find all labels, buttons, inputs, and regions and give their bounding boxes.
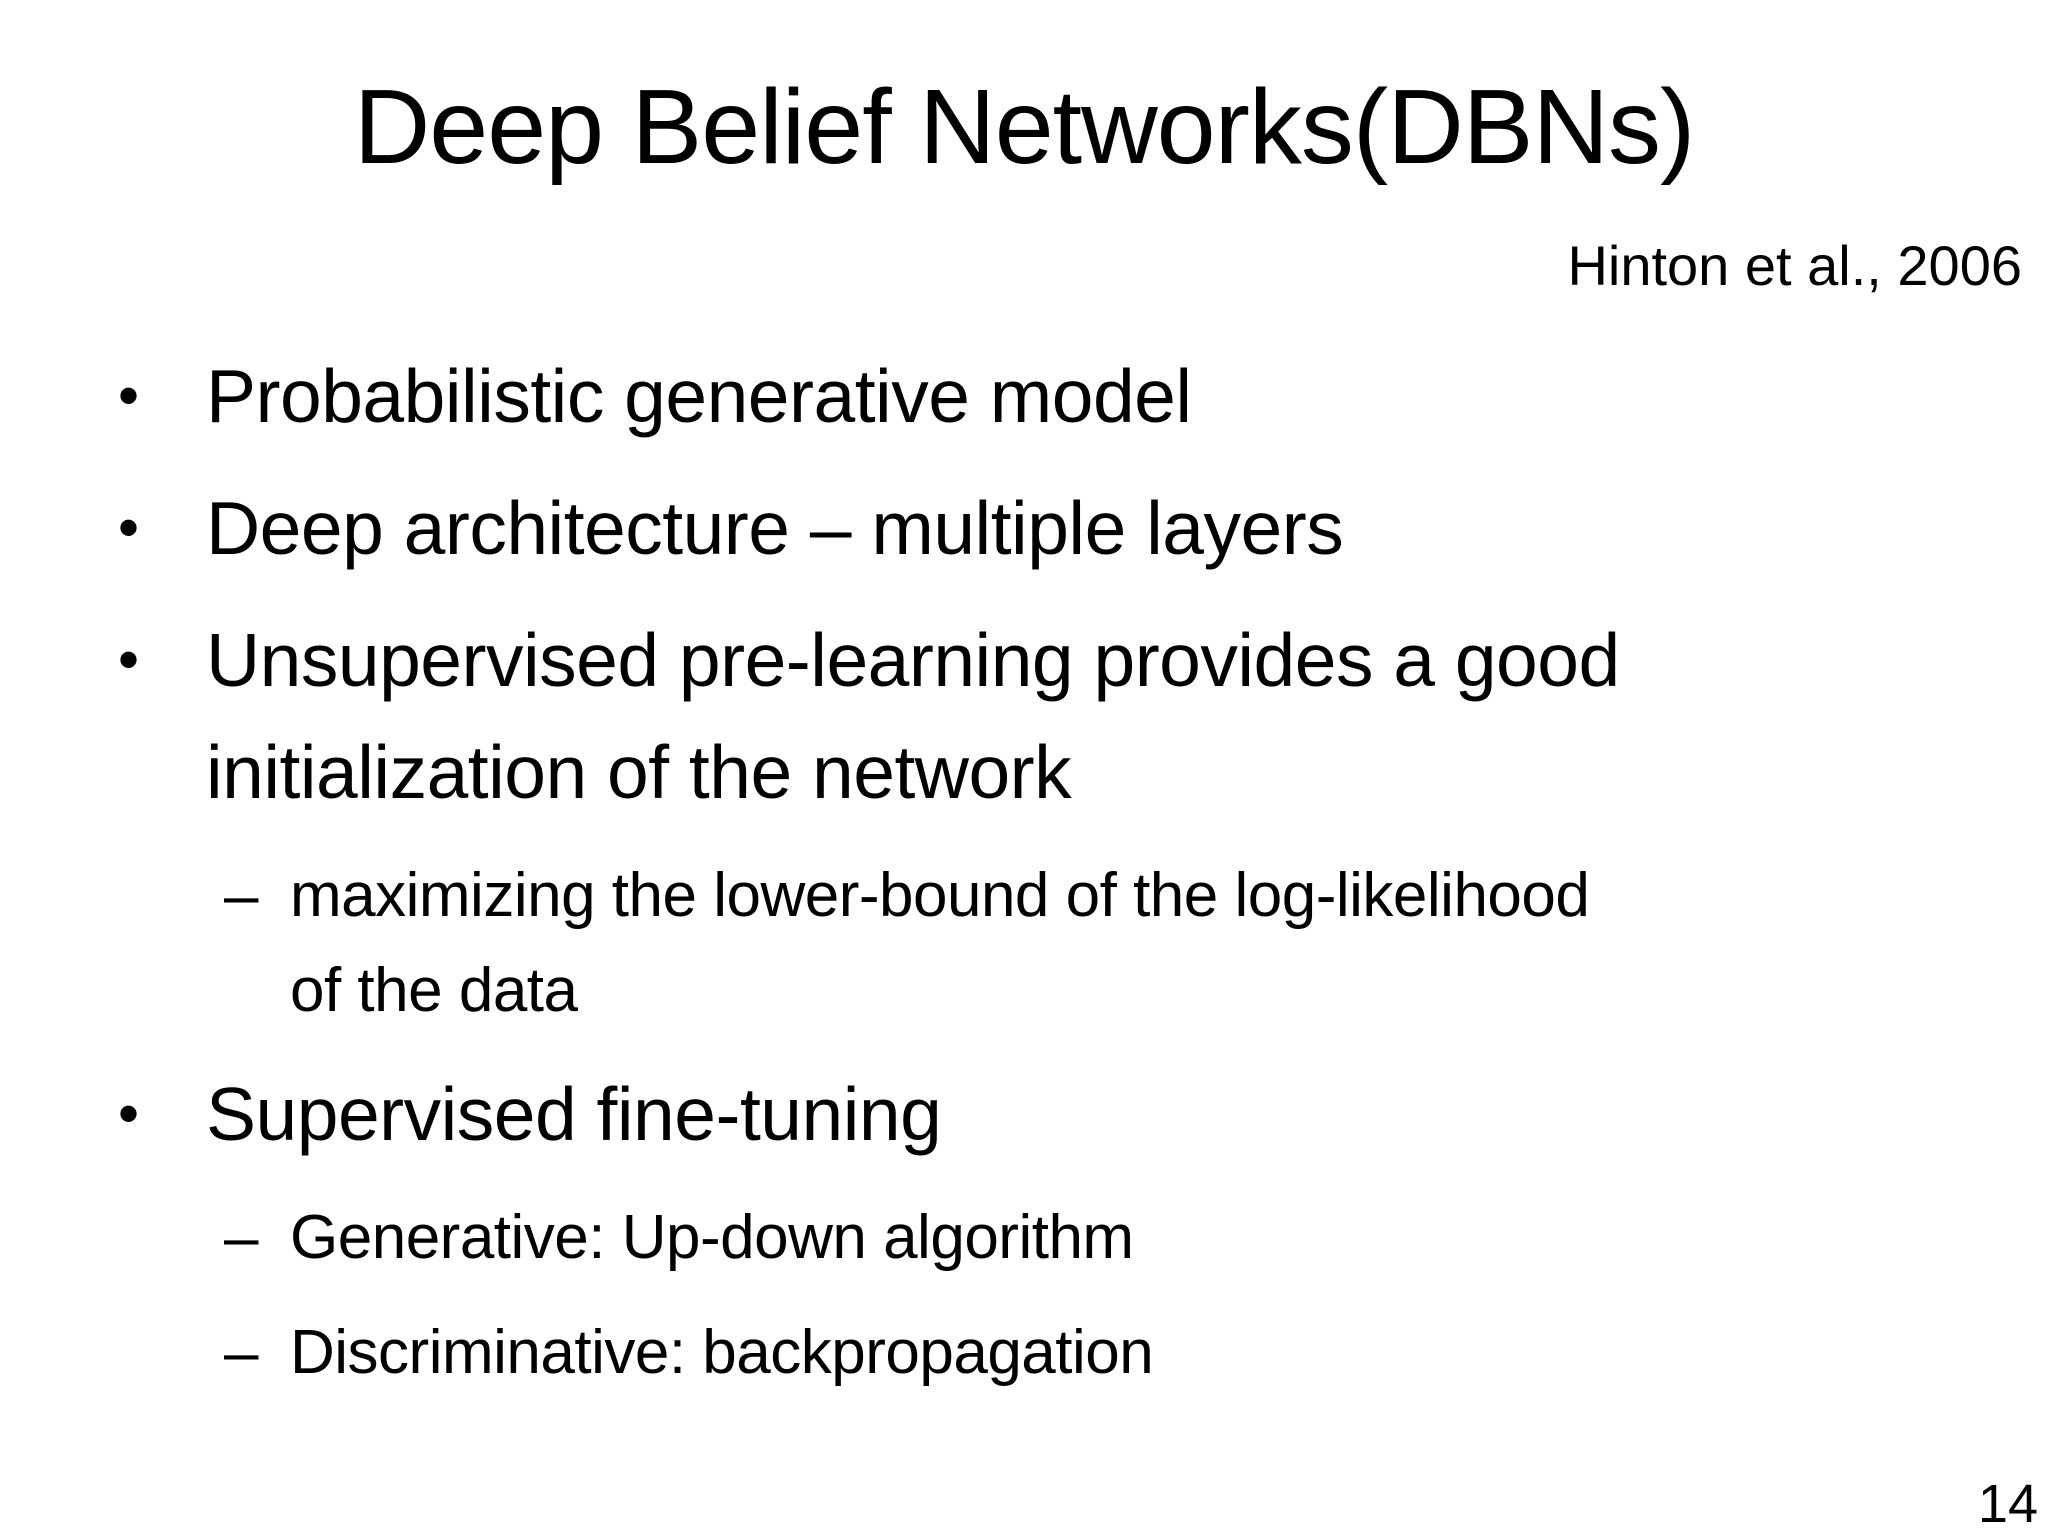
- bullet-dot-icon: •: [118, 1080, 140, 1147]
- bullet-list: • Probabilistic generative model • Deep …: [118, 340, 1992, 1420]
- bullet-item: • Unsupervised pre-learning provides a g…: [118, 604, 1992, 828]
- dash-icon: –: [224, 1203, 259, 1272]
- bullet-item: • Probabilistic generative model: [118, 340, 1992, 452]
- bullet-text: Deep architecture – multiple layers: [206, 486, 1344, 570]
- bullet-item: • Deep architecture – multiple layers: [118, 472, 1992, 584]
- citation-text: Hinton et al., 2006: [1567, 234, 2022, 297]
- sub-bullet-text: maximizing the lower-bound of the log-li…: [290, 861, 1590, 1025]
- bullet-text: Unsupervised pre-learning provides a goo…: [206, 618, 1620, 814]
- bullet-text: Probabilistic generative model: [206, 354, 1192, 438]
- page-number: 14: [1977, 1474, 2038, 1534]
- page-title: Deep Belief Networks(DBNs): [353, 68, 1696, 186]
- sub-bullet-text: Generative: Up-down algorithm: [290, 1203, 1134, 1272]
- sub-bullet-item: – maximizing the lower-bound of the log-…: [118, 848, 1992, 1038]
- bullet-text: Supervised fine-tuning: [206, 1072, 942, 1156]
- sub-bullet-item: – Generative: Up-down algorithm: [118, 1190, 1992, 1285]
- bullet-dot-icon: •: [118, 362, 140, 429]
- sub-bullet-item: – Discriminative: backpropagation: [118, 1305, 1992, 1400]
- sub-bullet-text: Discriminative: backpropagation: [290, 1318, 1154, 1387]
- bullet-dot-icon: •: [118, 626, 140, 693]
- bullet-item: • Supervised fine-tuning: [118, 1058, 1992, 1170]
- bullet-dot-icon: •: [118, 494, 140, 561]
- dash-icon: –: [224, 861, 259, 930]
- dash-icon: –: [224, 1318, 259, 1387]
